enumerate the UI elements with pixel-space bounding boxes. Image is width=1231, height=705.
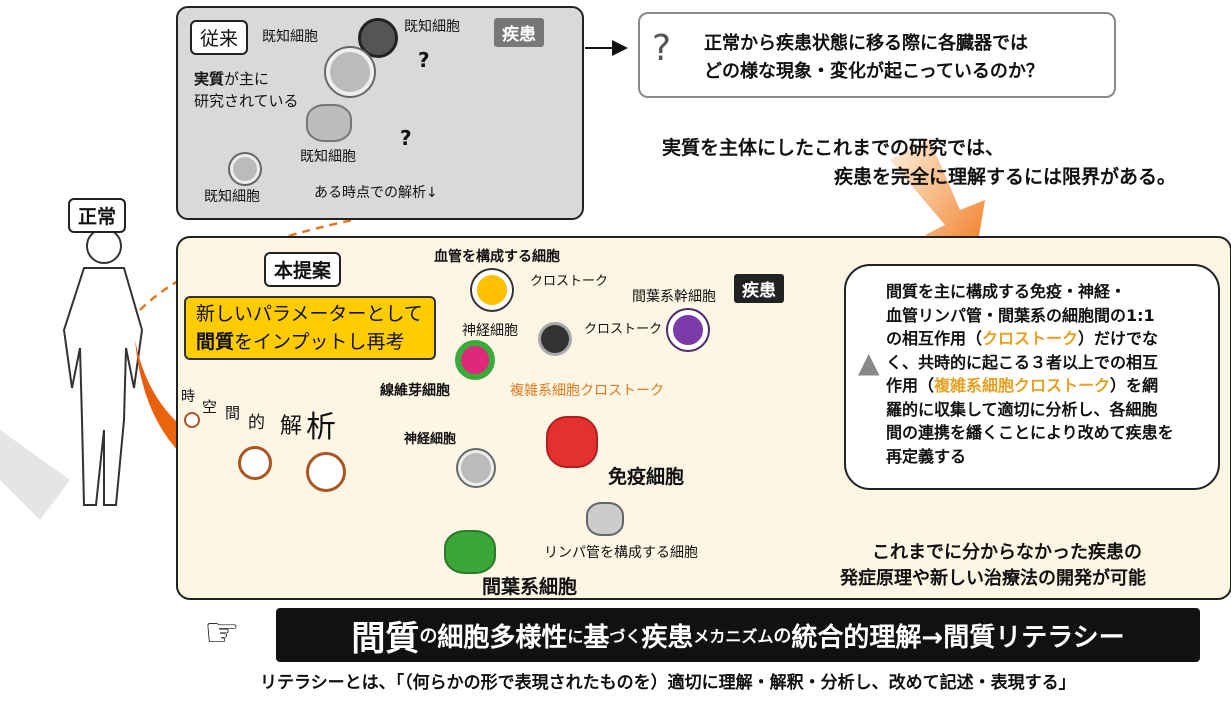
limit-line2: 疾患を完全に理解するには限界がある。 [834,166,1177,188]
question-callout [638,12,1116,98]
clock-icon-2 [238,446,272,480]
banner-p8: メカニズム [693,627,774,646]
clock-icon-3 [306,452,346,492]
question-line1: 正常から疾患状態に移る際に各臓器では [704,33,1028,54]
rb-line-2: の相互作用（ [886,329,983,348]
immune-cell [546,416,598,468]
outcome-line1: これまでに分からなかった疾患の [872,542,1142,563]
redefinition-text: 間質を主に構成する免疫・神経・ 血管リンパ管・間葉系の細胞間の1:1 の相互作用… [886,280,1174,468]
crosstalk-label-2: クロストーク [584,322,663,337]
nerve-cell-top-label: 神経細胞 [462,323,518,339]
lymph-cell [586,502,624,536]
limit-arrow [890,140,985,260]
question-mark-1: ? [418,48,430,72]
disease-badge-top: 疾患 [494,18,544,47]
banner-p4: に [567,627,584,646]
known-cell-irregular [306,104,352,142]
banner-p3: 細胞多様性 [437,622,568,653]
input-line2: をインプットし再考 [234,331,405,353]
known-cell-label-a: 既知細胞 [262,29,318,45]
lymph-cell-label: リンパ管を構成する細胞 [544,545,698,561]
question-mark-2: ? [400,126,412,150]
banner-p7: 疾患 [641,622,694,653]
known-cell-label-d: 既知細胞 [204,189,260,205]
vessel-cell [472,270,512,310]
parenchyma-desc: 実質が主に 研究されている [194,68,299,112]
spatio-1: 時 [181,389,195,405]
outcome-line2: 発症原理や新しい治療法の開発が可能 [840,568,1146,589]
input-box: 新しいパラメーターとして 間質をインプットし再考 [184,296,436,360]
nerve-cell-dark [538,322,572,356]
timepoint-label: ある時点での解析↓ [314,185,438,201]
rb-line-1: 血管リンパ管・間葉系の細胞間の1:1 [886,305,1155,325]
parenchyma-rest1: が主に [224,70,270,88]
mesenchymal-stem-cell [668,310,708,350]
known-cell-label-c: 既知細胞 [300,149,356,165]
parenchyma-bold: 実質 [194,70,225,88]
conclusion-banner: 間質の細胞多様性に基づく疾患メカニズムの統合的理解→間質リテラシー [276,608,1200,662]
banner-p9: の [773,626,792,647]
mesenchymal-stem-label: 間葉系幹細胞 [632,289,716,305]
nerve-cell-gray [458,450,494,486]
presenter-icon: ▲ [858,346,880,379]
mesenchymal-cell [444,530,496,574]
normal-label: 正常 [68,198,127,233]
pointing-hand-icon: ☞ [204,610,240,656]
rb-line-0: 間質を主に構成する免疫・神経・ [886,282,1127,301]
banner-p1: 間質 [351,618,420,659]
fibroblast-label: 線維芽細胞 [380,383,450,399]
spatio-4: 的 [248,413,265,433]
question-text: 正常から疾患状態に移る際に各臓器では どの様な現象・変化が起こっているのか？ [704,30,1044,86]
rb-highlight-1: クロストーク [982,329,1079,348]
conventional-tag: 従来 [190,20,249,55]
clock-icon-1 [184,412,200,428]
crosstalk-label-1: クロストーク [530,274,609,289]
mesenchymal-cell-label: 間葉系細胞 [482,576,578,598]
normal-human-figure [62,228,144,506]
limit-line1: 実質を主体にしたこれまでの研究では、 [662,137,1005,159]
question-person-icon: ? [652,28,672,69]
complex-crosstalk-label: 複雑系細胞クロストーク [510,383,664,399]
known-cell-dark [358,18,398,58]
rb-line-7: 羅的に収集して適切に分析し、各細胞 [886,399,1158,419]
spatio-5: 解 [280,414,303,439]
question-line2: どの様な現象・変化が起こっているのか？ [704,61,1044,82]
rb-line-9: 再定義する [886,446,967,466]
input-bold: 間質 [196,331,235,353]
known-cell-small [230,154,260,184]
proposal-tag: 本提案 [264,252,342,287]
spatio-6: 析 [306,410,336,445]
known-cell-gray-large [326,48,374,96]
spatio-2: 空 [202,398,218,416]
rb-highlight-2: 複雑系細胞クロストーク [934,376,1111,395]
banner-p2: の [419,626,438,647]
shadow-left [0,430,70,520]
disease-badge-main: 疾患 [734,274,784,303]
rb-line-4: く、共時的に起こる３者以上での相互 [886,352,1159,372]
redefinition-box [844,264,1220,490]
nerve-cell-low-label: 神経細胞 [404,432,457,447]
rb-line-3: ）だけでな [1078,329,1159,348]
parenchyma-rest2: 研究されている [194,92,299,110]
rb-line-5: 作用（ [886,376,935,395]
literacy-definition: リテラシーとは、「（何らかの形で表現されたものを）適切に理解・解釈・分析し、改め… [260,673,1076,693]
known-cell-label-b: 既知細胞 [404,19,460,35]
banner-p5: 基 [583,622,610,653]
vessel-cell-label: 血管を構成する細胞 [434,249,560,265]
banner-p6: づく [609,627,642,646]
input-line1: 新しいパラメーターとして [196,303,423,325]
banner-p10: 統合的理解→間質リテラシー [791,622,1125,653]
rb-line-8: 間の連携を繙くことにより改めて疾患を [886,423,1174,442]
immune-cell-label: 免疫細胞 [608,466,685,488]
fibroblast-cell [455,340,495,380]
rb-line-6: ）を網 [1110,376,1159,395]
spatio-3: 間 [225,404,241,422]
